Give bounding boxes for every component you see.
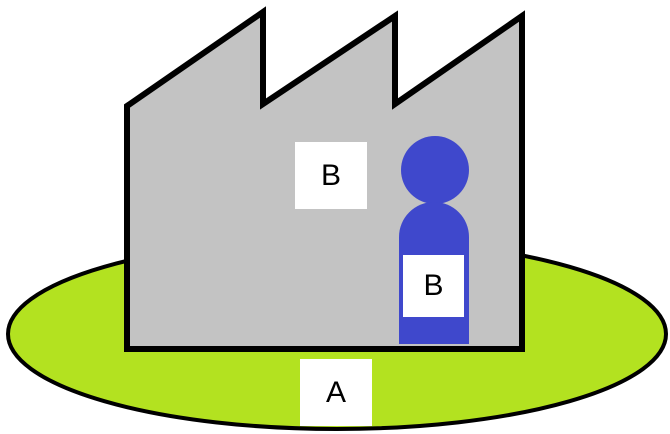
person-head	[401, 136, 469, 204]
person-label: B	[403, 255, 464, 317]
ground-label: A	[300, 359, 372, 426]
factory-label: B	[295, 142, 367, 209]
person-label-text: B	[423, 269, 444, 302]
factory-label-text: B	[320, 158, 341, 192]
ground-label-text: A	[325, 375, 346, 409]
